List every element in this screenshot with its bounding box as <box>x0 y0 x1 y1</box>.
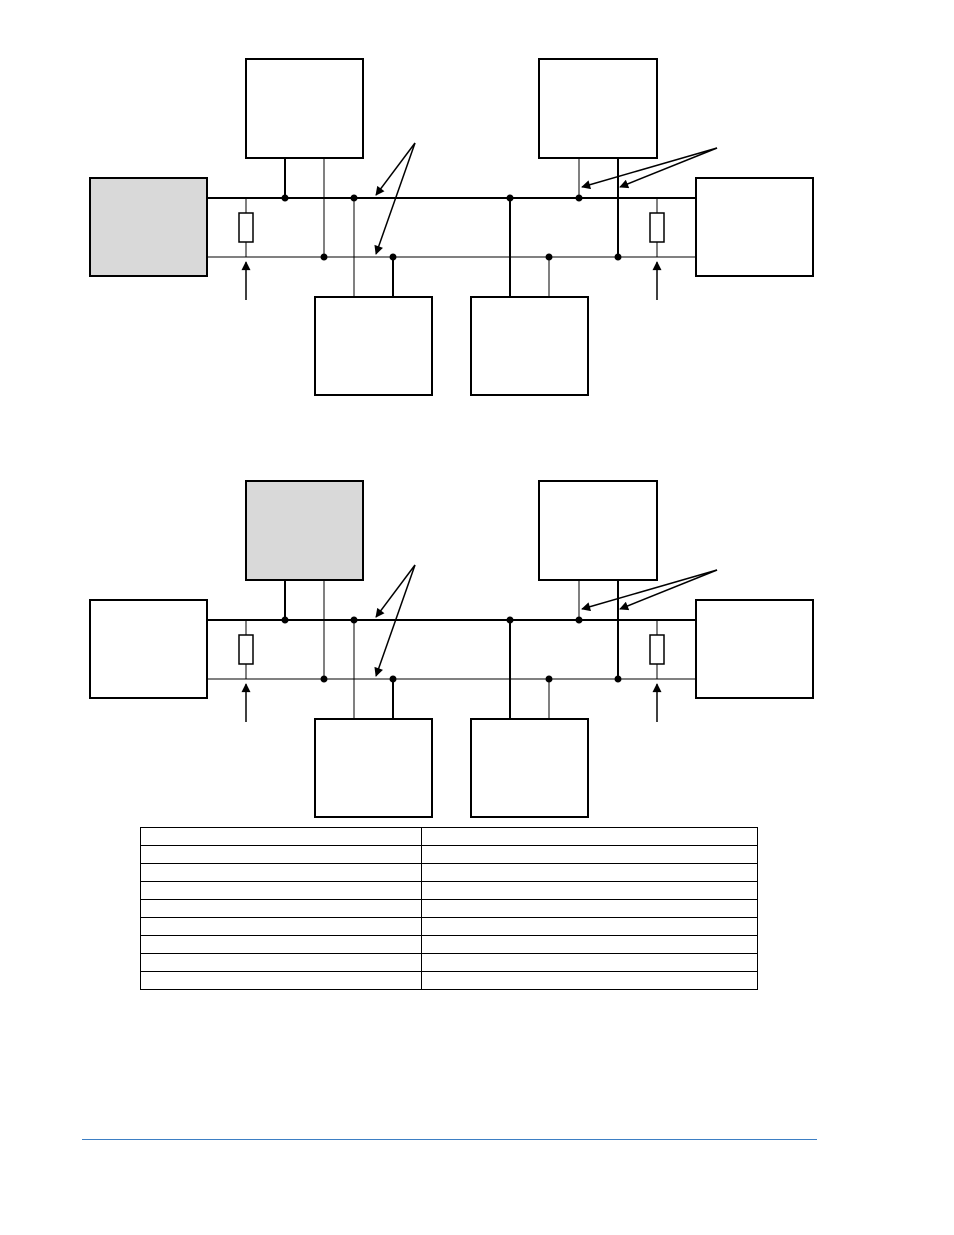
table-cell <box>421 953 758 972</box>
junction-dot-7 <box>614 675 622 683</box>
table-row <box>140 935 758 954</box>
top-left-node <box>245 58 364 159</box>
callout-right-arrow-1 <box>581 569 718 612</box>
table-cell <box>140 863 422 882</box>
callout-right-arrow-2 <box>619 569 718 611</box>
table-cell <box>421 845 758 864</box>
table-cell <box>421 971 758 990</box>
footer-rule <box>82 1139 817 1140</box>
table-cell <box>421 881 758 900</box>
table-row <box>140 881 758 900</box>
junction-dot-3 <box>575 616 583 624</box>
resistor-left <box>238 212 254 243</box>
junction-dot-0 <box>281 194 289 202</box>
resistor-right <box>649 634 665 665</box>
junction-dot-4 <box>320 253 328 261</box>
table-cell <box>140 935 422 954</box>
table-row <box>140 899 758 918</box>
resistor-left <box>238 634 254 665</box>
table-row <box>140 845 758 864</box>
table-cell <box>140 881 422 900</box>
top-left-node <box>245 480 364 581</box>
left-node <box>89 599 208 699</box>
bottom-left-node <box>314 296 433 396</box>
table-row <box>140 953 758 972</box>
junction-dot-5 <box>389 253 397 261</box>
table-cell <box>421 935 758 954</box>
junction-dot-6 <box>545 675 553 683</box>
table-cell <box>140 899 422 918</box>
junction-dot-1 <box>350 616 358 624</box>
table-cell <box>140 917 422 936</box>
junction-dot-3 <box>575 194 583 202</box>
top-right-node <box>538 58 658 159</box>
table-row <box>140 971 758 990</box>
junction-dot-2 <box>506 616 514 624</box>
callout-left-arrow-1 <box>375 142 416 196</box>
top-right-node <box>538 480 658 581</box>
table-cell <box>140 971 422 990</box>
bus-diagram-2 <box>89 480 814 818</box>
junction-dot-0 <box>281 616 289 624</box>
callout-left-arrow-2 <box>374 564 416 677</box>
junction-dot-5 <box>389 675 397 683</box>
left-node <box>89 177 208 277</box>
callout-right-arrow-2 <box>619 147 718 189</box>
table-cell <box>140 953 422 972</box>
spec-table <box>140 827 758 990</box>
junction-dot-7 <box>614 253 622 261</box>
junction-dot-1 <box>350 194 358 202</box>
bus-diagram-1 <box>89 58 814 396</box>
right-node <box>695 177 814 277</box>
junction-dot-4 <box>320 675 328 683</box>
table-cell <box>421 827 758 846</box>
bottom-right-node <box>470 296 589 396</box>
table-row <box>140 917 758 936</box>
junction-dot-6 <box>545 253 553 261</box>
callout-right-arrow-1 <box>581 147 718 190</box>
callout-left-arrow-1 <box>375 564 416 618</box>
table-row <box>140 827 758 846</box>
table-cell <box>140 845 422 864</box>
resistor-right <box>649 212 665 243</box>
table-cell <box>421 917 758 936</box>
table-cell <box>421 899 758 918</box>
bottom-left-node <box>314 718 433 818</box>
table-cell <box>421 863 758 882</box>
callout-left-arrow-2 <box>374 142 416 255</box>
right-node <box>695 599 814 699</box>
table-cell <box>140 827 422 846</box>
bottom-right-node <box>470 718 589 818</box>
junction-dot-2 <box>506 194 514 202</box>
table-row <box>140 863 758 882</box>
